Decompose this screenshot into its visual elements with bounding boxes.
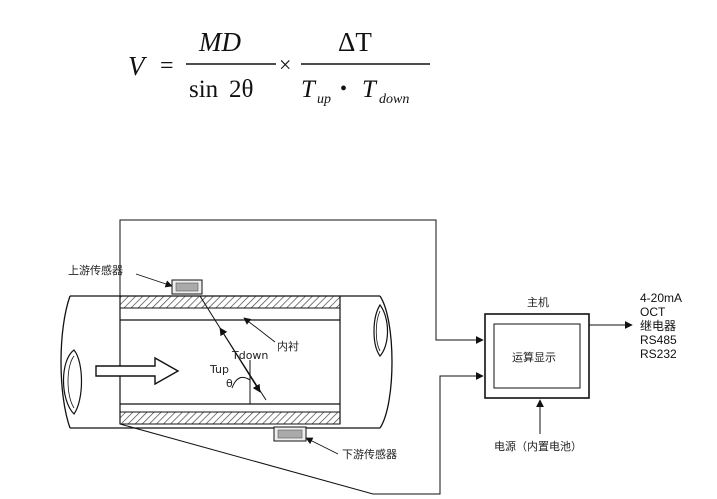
velocity-formula: V = MD sin 2θ × ΔT T up • T down — [128, 27, 430, 107]
pipe — [60, 295, 393, 429]
output-item: RS232 — [640, 347, 677, 361]
theta-arc — [231, 376, 251, 389]
host-unit: 主机 运算显示 — [484, 295, 590, 399]
formula-times: × — [279, 52, 291, 77]
output-item: 继电器 — [640, 319, 676, 333]
liner-label: 内衬 — [277, 339, 299, 353]
liner-bottom — [119, 411, 341, 425]
tdown-label: Tdown — [231, 349, 268, 362]
formula-frac2-den-sub2: down — [379, 92, 409, 107]
upstream-cable — [119, 219, 484, 344]
pipe-left-ring — [63, 349, 83, 415]
formula-frac1-den-arg: 2θ — [229, 76, 253, 103]
formula-frac1-den-fn: sin — [189, 76, 219, 103]
upstream-sensor-label: 上游传感器 — [68, 264, 123, 277]
host-screen — [493, 323, 581, 389]
pipe-right-end — [379, 295, 393, 429]
host-title: 主机 — [527, 295, 549, 309]
downstream-cable — [119, 372, 484, 495]
theta-label: θ — [226, 377, 233, 390]
upstream-sensor-leader — [135, 273, 173, 288]
output-list: 4-20mA OCT 继电器 RS485 RS232 — [640, 291, 682, 361]
formula-frac2-den-sub1: up — [317, 92, 331, 107]
formula-frac2-numerator: ΔT — [338, 27, 372, 57]
formula-equals: = — [160, 53, 174, 79]
liner-leader — [243, 317, 276, 343]
pipe-left-end — [60, 295, 71, 429]
output-item: RS485 — [640, 333, 677, 347]
output-item: 4-20mA — [640, 291, 682, 305]
pipe-outer-wall — [70, 295, 380, 429]
power-label: 电源（内置电池） — [494, 439, 582, 453]
downstream-sensor — [273, 426, 307, 442]
ultrasonic-path-up — [219, 327, 267, 401]
formula-frac2-den-t2: T — [362, 76, 378, 103]
formula-frac1-numerator: MD — [198, 27, 241, 57]
formula-frac2-den-t1: T — [301, 76, 317, 103]
downstream-sensor-label: 下游传感器 — [342, 448, 397, 461]
downstream-sensor-leader — [305, 437, 339, 455]
host-screen-label: 运算显示 — [512, 350, 556, 364]
tup-label: Tup — [209, 363, 229, 376]
liner-top — [119, 295, 341, 309]
formula-lhs: V — [128, 51, 148, 81]
output-item: OCT — [640, 305, 666, 319]
upstream-sensor — [171, 279, 203, 295]
flow-direction-arrow — [95, 356, 180, 386]
signal-lines — [119, 219, 484, 495]
formula-frac2-den-dot: • — [340, 78, 347, 100]
